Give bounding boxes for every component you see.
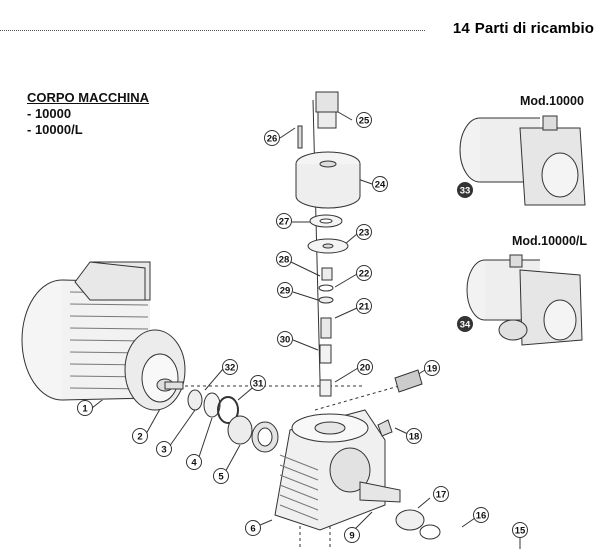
svg-text:3: 3 — [161, 445, 166, 456]
inset-drawing-mod10000l — [466, 254, 583, 346]
callout-1: 1 — [77, 400, 93, 416]
svg-text:32: 32 — [225, 363, 236, 374]
callout-22: 22 — [356, 265, 372, 281]
header-dotted-rule — [0, 30, 425, 31]
model-item: - 10000 — [27, 106, 72, 121]
callout-19: 19 — [424, 360, 440, 376]
svg-text:18: 18 — [409, 432, 420, 443]
pump-body — [274, 409, 441, 540]
inset-badges: 33 34 — [457, 182, 473, 332]
svg-text:29: 29 — [280, 286, 291, 297]
svg-text:23: 23 — [359, 228, 370, 239]
callout-18: 18 — [406, 428, 422, 444]
vertical-stack — [295, 91, 423, 437]
svg-text:19: 19 — [427, 364, 438, 375]
svg-text:17: 17 — [436, 490, 447, 501]
callout-9: 9 — [344, 527, 360, 543]
callout-4: 4 — [186, 454, 202, 470]
svg-text:33: 33 — [460, 186, 471, 197]
svg-text:21: 21 — [359, 302, 370, 313]
section-number: 14 — [452, 20, 470, 37]
svg-text:9: 9 — [349, 531, 354, 542]
svg-text:5: 5 — [218, 472, 224, 483]
section-title: Parti di ricambio — [474, 20, 594, 37]
svg-text:31: 31 — [253, 379, 264, 390]
motor-assembly — [21, 261, 186, 411]
svg-text:28: 28 — [279, 255, 290, 266]
svg-text:34: 34 — [460, 320, 471, 331]
callout-17: 17 — [433, 486, 449, 502]
svg-text:20: 20 — [360, 363, 371, 374]
callout-labels: 1 2 3 4 5 6 9 15 16 17 18 19 20 21 22 23… — [77, 112, 528, 543]
callout-20: 20 — [357, 359, 373, 375]
badge-33: 33 — [457, 182, 473, 198]
svg-text:30: 30 — [280, 335, 291, 346]
inset-label-mod10000l: Mod.10000/L — [512, 234, 588, 248]
svg-text:25: 25 — [359, 116, 370, 127]
inset-drawing-mod10000 — [459, 115, 586, 206]
callout-16: 16 — [473, 507, 489, 523]
callout-3: 3 — [156, 441, 172, 457]
callout-25: 25 — [356, 112, 372, 128]
callout-2: 2 — [132, 428, 148, 444]
svg-text:22: 22 — [359, 269, 370, 280]
callout-31: 31 — [250, 375, 266, 391]
svg-text:16: 16 — [476, 511, 487, 522]
callout-5: 5 — [213, 468, 229, 484]
svg-text:26: 26 — [267, 134, 278, 145]
model-item: - 10000/L — [27, 122, 83, 137]
component-block: CORPO MACCHINA - 10000 - 10000/L — [27, 90, 149, 138]
svg-text:6: 6 — [250, 524, 255, 535]
callout-29: 29 — [277, 282, 293, 298]
callout-21: 21 — [356, 298, 372, 314]
callout-27: 27 — [276, 213, 292, 229]
callout-30: 30 — [277, 331, 293, 347]
callout-28: 28 — [276, 251, 292, 267]
svg-text:24: 24 — [375, 180, 386, 191]
callout-23: 23 — [356, 224, 372, 240]
callout-6: 6 — [245, 520, 261, 536]
block-title: CORPO MACCHINA — [27, 90, 150, 105]
callout-15: 15 — [512, 522, 528, 538]
inset-label-mod10000: Mod.10000 — [520, 94, 584, 108]
svg-text:2: 2 — [137, 432, 142, 443]
callout-24: 24 — [372, 176, 388, 192]
seal-rings — [187, 389, 279, 453]
badge-34: 34 — [457, 316, 473, 332]
svg-text:15: 15 — [515, 526, 526, 537]
svg-text:4: 4 — [191, 458, 197, 469]
svg-text:27: 27 — [279, 217, 290, 228]
callout-32: 32 — [222, 359, 238, 375]
callout-26: 26 — [264, 130, 280, 146]
svg-text:1: 1 — [82, 404, 88, 415]
